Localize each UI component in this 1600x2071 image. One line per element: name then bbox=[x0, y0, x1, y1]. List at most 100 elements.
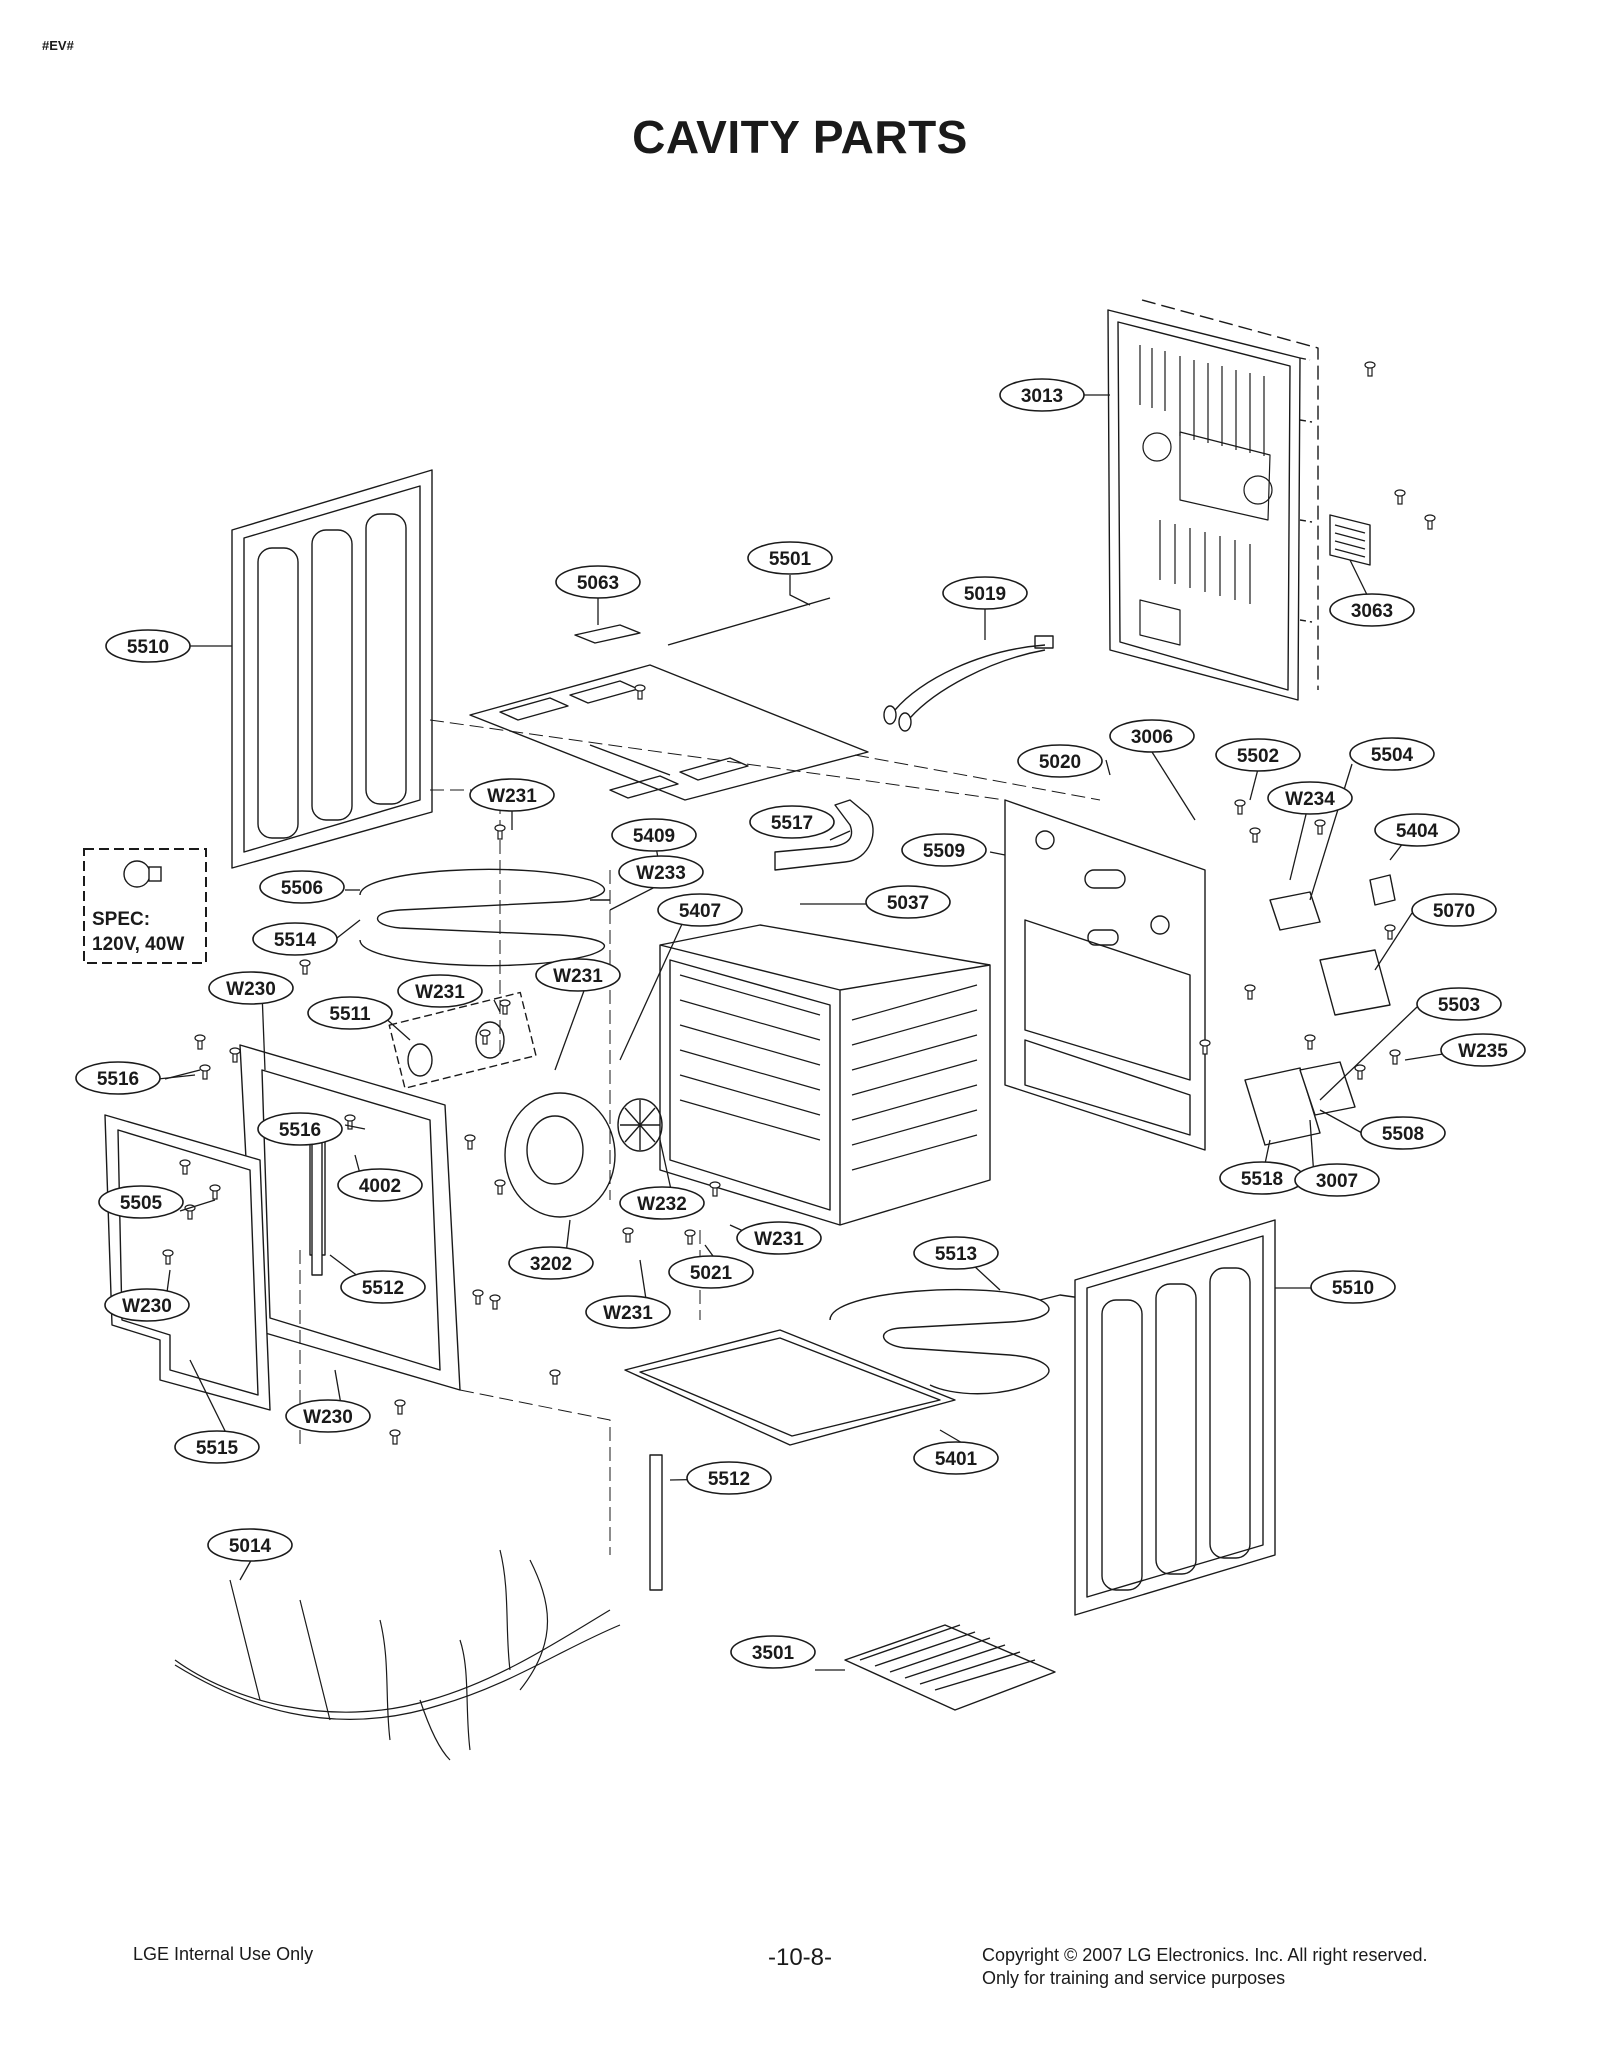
callout-3501: 3501 bbox=[730, 1635, 816, 1669]
callout-5518: 5518 bbox=[1219, 1161, 1305, 1195]
callout-5037-label: 5037 bbox=[887, 893, 929, 914]
callout-5506: 5506 bbox=[259, 870, 345, 904]
callout-3007-label: 3007 bbox=[1316, 1171, 1358, 1192]
callout-4002: 4002 bbox=[337, 1168, 423, 1202]
callout-w235-label: W235 bbox=[1458, 1041, 1508, 1062]
callout-5505-label: 5505 bbox=[120, 1193, 163, 1214]
callout-5063-label: 5063 bbox=[577, 573, 619, 594]
page-code-tag: #EV# bbox=[42, 38, 74, 53]
callout-5019: 5019 bbox=[942, 576, 1028, 610]
page-number: -10-8- bbox=[767, 1944, 833, 1971]
callout-5503-label: 5503 bbox=[1438, 995, 1480, 1016]
outer-door-frame bbox=[104, 1114, 271, 1411]
callout-5510-upper: 5510 bbox=[105, 629, 191, 663]
callout-w230-upper-label: W230 bbox=[226, 979, 276, 1000]
callout-5514: 5514 bbox=[252, 922, 338, 956]
callout-5063: 5063 bbox=[555, 565, 641, 599]
callout-w230-left-label: W230 bbox=[122, 1296, 172, 1317]
callout-5512-lower-label: 5512 bbox=[708, 1469, 750, 1490]
callout-5508: 5508 bbox=[1360, 1116, 1446, 1150]
callout-5515-label: 5515 bbox=[196, 1438, 239, 1459]
callout-3202-label: 3202 bbox=[530, 1254, 572, 1275]
broil-heater bbox=[359, 868, 610, 967]
callout-5021-label: 5021 bbox=[690, 1263, 733, 1284]
rear-panel bbox=[1107, 299, 1319, 701]
callout-5037: 5037 bbox=[865, 885, 951, 919]
callout-w231-lower-label: W231 bbox=[754, 1229, 804, 1250]
callout-5020: 5020 bbox=[1017, 744, 1103, 778]
control-components bbox=[1244, 874, 1396, 1146]
callout-labels: 3013 3063 5501 5063 5019 5510 3006 5020 … bbox=[75, 378, 1526, 1669]
callout-5514-label: 5514 bbox=[274, 930, 317, 951]
callout-5509-label: 5509 bbox=[923, 841, 965, 862]
copyright-line: Copyright © 2007 LG Electronics. Inc. Al… bbox=[982, 1945, 1428, 1965]
callout-w234: W234 bbox=[1267, 781, 1353, 815]
callout-w233-label: W233 bbox=[636, 863, 686, 884]
callout-5517-label: 5517 bbox=[771, 813, 813, 834]
callout-w230-lower-label: W230 bbox=[303, 1407, 353, 1428]
spec-value: 120V, 40W bbox=[92, 934, 184, 955]
callout-5516-left-label: 5516 bbox=[97, 1069, 139, 1090]
callout-5070: 5070 bbox=[1411, 893, 1497, 927]
lamp-socket bbox=[388, 991, 537, 1089]
callout-w230-left: W230 bbox=[104, 1288, 190, 1322]
callout-w231-fan-label: W231 bbox=[553, 966, 603, 987]
callout-5513-label: 5513 bbox=[935, 1244, 977, 1265]
spec-label: SPEC: bbox=[92, 909, 150, 930]
main-wiring-harness bbox=[174, 1549, 621, 1761]
hinge-strip-lower bbox=[649, 1454, 663, 1591]
duct-5517 bbox=[774, 799, 874, 871]
callout-5510-lower: 5510 bbox=[1310, 1270, 1396, 1304]
oven-rack bbox=[844, 1624, 1056, 1711]
callout-3063-label: 3063 bbox=[1351, 601, 1393, 622]
callout-w231-bottom-label: W231 bbox=[603, 1303, 653, 1324]
callout-5501-label: 5501 bbox=[769, 549, 812, 570]
side-panel-right bbox=[1074, 1219, 1276, 1616]
callout-5021: 5021 bbox=[668, 1255, 754, 1289]
callout-5515: 5515 bbox=[174, 1430, 260, 1464]
callout-5014: 5014 bbox=[207, 1528, 293, 1562]
callout-5511-label: 5511 bbox=[329, 1004, 371, 1025]
callout-3013-label: 3013 bbox=[1021, 386, 1063, 407]
callout-5504: 5504 bbox=[1349, 737, 1435, 771]
hinge-strip-upper bbox=[311, 1134, 323, 1276]
bulb-spec-box: SPEC: 120V, 40W bbox=[83, 848, 207, 964]
callout-w230-upper: W230 bbox=[208, 971, 294, 1005]
callout-w231-fan: W231 bbox=[535, 958, 621, 992]
callout-4002-label: 4002 bbox=[359, 1176, 401, 1197]
callout-5019-label: 5019 bbox=[964, 584, 1006, 605]
callout-5407-label: 5407 bbox=[679, 901, 721, 922]
callout-w232: W232 bbox=[619, 1186, 705, 1220]
callout-3007: 3007 bbox=[1294, 1163, 1380, 1197]
callout-5404-label: 5404 bbox=[1396, 821, 1439, 842]
callout-5512-lower: 5512 bbox=[686, 1461, 772, 1495]
callout-5508-label: 5508 bbox=[1382, 1124, 1424, 1145]
light-rod bbox=[667, 597, 831, 646]
callout-5504-label: 5504 bbox=[1371, 745, 1414, 766]
callout-5401-label: 5401 bbox=[935, 1449, 978, 1470]
callout-5407: 5407 bbox=[657, 893, 743, 927]
callout-5518-label: 5518 bbox=[1241, 1169, 1283, 1190]
callout-5506-label: 5506 bbox=[281, 878, 323, 899]
callout-5516-inner-label: 5516 bbox=[279, 1120, 321, 1141]
callout-5409-label: 5409 bbox=[633, 826, 675, 847]
bracket-5063 bbox=[574, 624, 641, 644]
callout-w232-label: W232 bbox=[637, 1194, 687, 1215]
oven-cavity bbox=[659, 924, 991, 1226]
callout-5404: 5404 bbox=[1374, 813, 1460, 847]
callout-5014-label: 5014 bbox=[229, 1536, 272, 1557]
callout-3006-label: 3006 bbox=[1131, 727, 1173, 748]
wire-harness-5019 bbox=[883, 635, 1054, 732]
callout-5502: 5502 bbox=[1215, 738, 1301, 772]
callout-5505: 5505 bbox=[98, 1185, 184, 1219]
callout-5512-upper-label: 5512 bbox=[362, 1278, 404, 1299]
callout-3006: 3006 bbox=[1109, 719, 1195, 753]
callout-w231-bottom: W231 bbox=[585, 1295, 671, 1329]
callout-w233: W233 bbox=[618, 855, 704, 889]
callout-w231-mid-label: W231 bbox=[415, 982, 465, 1003]
callout-w231-top: W231 bbox=[469, 778, 555, 812]
callout-3013: 3013 bbox=[999, 378, 1085, 412]
callout-5513: 5513 bbox=[913, 1236, 999, 1270]
callout-3501-label: 3501 bbox=[752, 1643, 795, 1664]
